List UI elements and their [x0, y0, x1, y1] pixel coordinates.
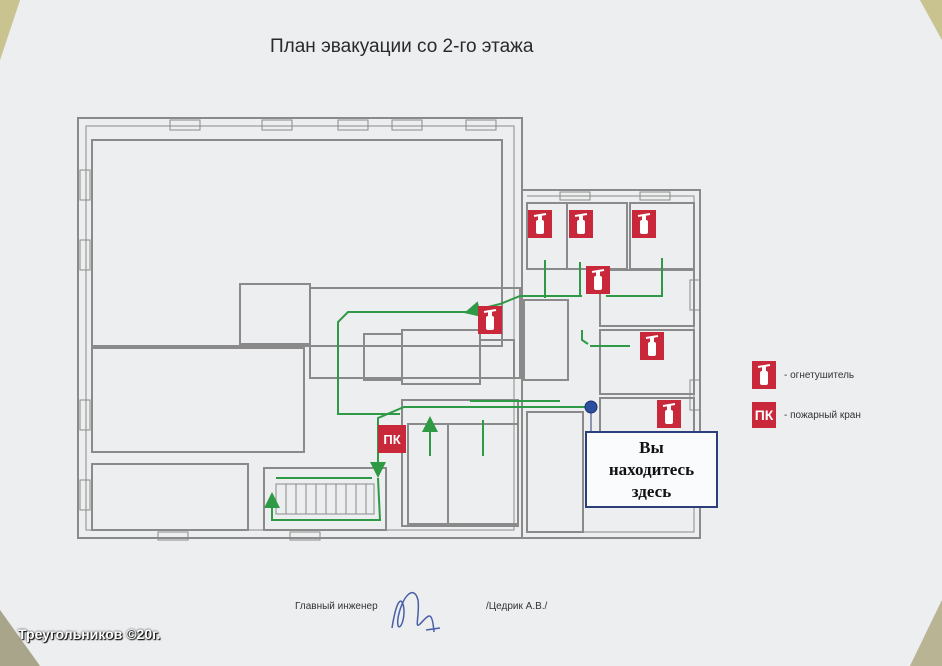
route-stairs [264, 477, 382, 521]
signature-name: /Цедрик А.В./ [486, 601, 548, 612]
signature-scribble [391, 592, 441, 633]
legend-extinguisher: - огнетушитель [752, 361, 854, 389]
building-floor-plan [77, 117, 701, 539]
fire-hydrant-icon: ПК [752, 402, 776, 428]
fire-extinguisher-icon [478, 306, 502, 334]
you-are-here-callout: Вы находитесь здесь [585, 431, 718, 508]
fire-extinguisher-icon [528, 210, 552, 238]
fire-extinguisher-icon [640, 332, 664, 360]
legend-hydrant: ПК - пожарный кран [752, 402, 861, 428]
callout-line: находитесь [608, 459, 695, 479]
callout-line: Вы [639, 437, 664, 457]
fire-extinguisher-icon [632, 210, 656, 238]
svg-text:ПК: ПК [383, 432, 400, 447]
fire-extinguisher-icon [586, 266, 610, 294]
fire-hydrant-icon: ПК [378, 425, 406, 453]
windows [79, 119, 701, 541]
callout-line: здесь [631, 481, 672, 501]
route-mid [581, 330, 589, 345]
fire-extinguisher-icon [569, 210, 593, 238]
route-right-top [606, 258, 663, 297]
legend-label: - пожарный кран [784, 409, 861, 421]
you-are-here-marker [584, 400, 598, 432]
fire-extinguisher-icon [752, 361, 776, 389]
fire-extinguisher-icon [657, 400, 681, 428]
fire-extinguishers [478, 210, 681, 428]
legend-label: - огнетушитель [784, 369, 855, 381]
signature-role: Главный инженер [295, 601, 378, 612]
photo-copyright: Треугольников ©20г. [18, 626, 161, 642]
route-left-loop [337, 311, 470, 415]
plan-title: План эвакуации со 2-го этажа [270, 36, 534, 57]
